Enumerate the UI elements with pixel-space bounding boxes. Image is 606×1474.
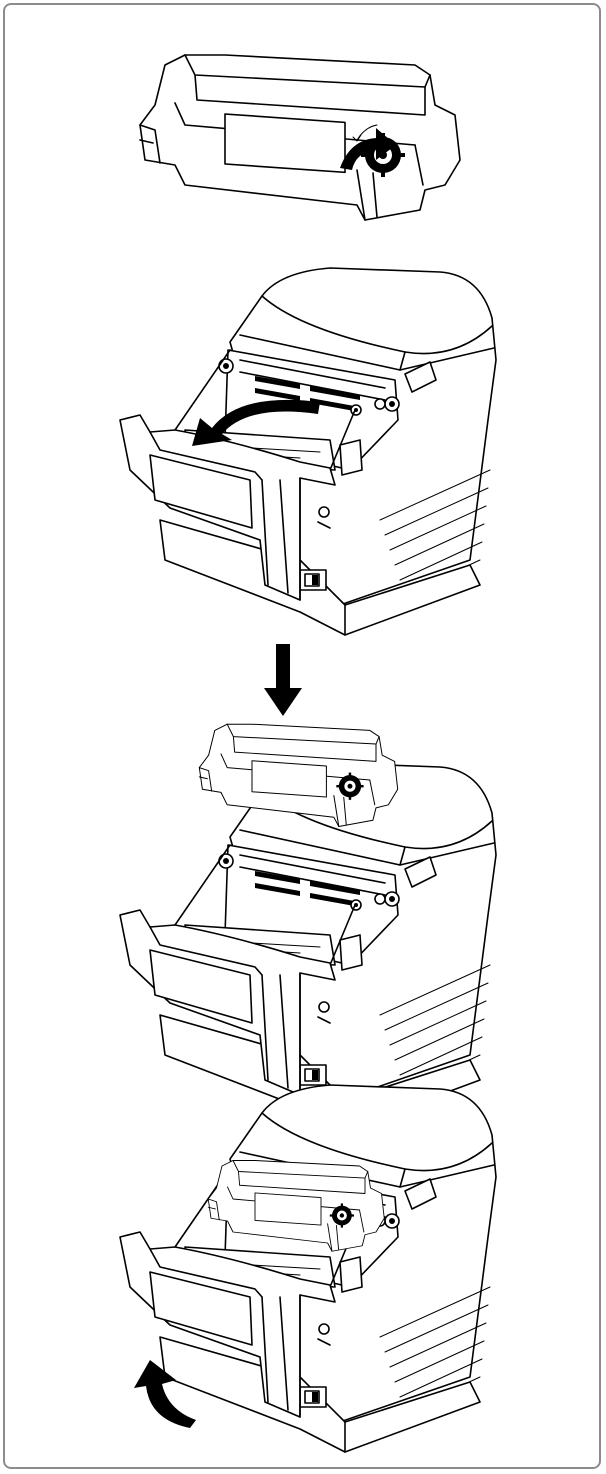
curved-arrow-left-icon — [192, 399, 320, 446]
printer-close-cover-icon — [119, 1084, 497, 1453]
printer-insert-cassette-icon — [119, 723, 497, 1131]
arrow-down-icon — [264, 644, 302, 716]
printer-cover-open-icon — [119, 267, 497, 636]
ribbon-cassette-icon — [139, 54, 461, 221]
curved-arrow-right-icon — [340, 128, 396, 170]
curved-arrow-up-icon — [134, 1360, 196, 1428]
